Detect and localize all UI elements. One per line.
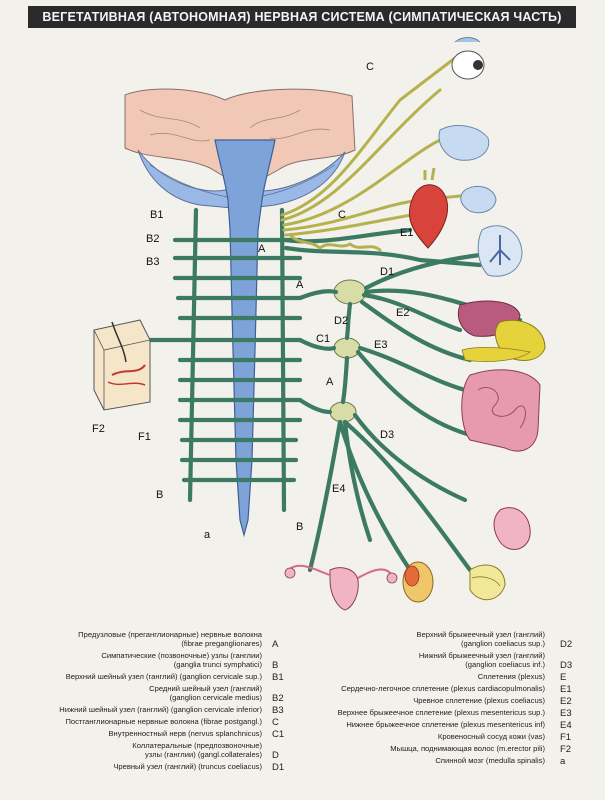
legend-legend_left-item-code: B1 (272, 672, 284, 683)
skin-section (94, 320, 150, 410)
legend-legend_left-item-code: B (272, 660, 278, 671)
uterus-icon (285, 566, 397, 610)
label-A-left: A (296, 279, 304, 291)
legend-legend_left-item-text: Чревный узел (ганглий) (truncus coeliacu… (113, 762, 262, 771)
label-A-mid: A (326, 376, 334, 388)
legend-legend_left-item-code: B2 (272, 693, 284, 704)
legend-legend_right-item-text: Спинной мозг (medulla spinalis) (435, 756, 545, 765)
legend-legend_right-item-code: D3 (560, 660, 572, 671)
legend-legend_right-item-code: D2 (560, 639, 572, 650)
legend-legend_left-item-text: Внутренностный нерв (nervus splanchnicus… (108, 729, 262, 738)
legend-legend_left-item-code: C (272, 717, 279, 728)
intestine-icon (462, 370, 540, 451)
legend-legend_right-item-code: E1 (560, 684, 572, 695)
label-E2: E2 (396, 307, 409, 319)
legend-legend_left-item-text: Коллатеральные (предпозвоночные) узлы (г… (132, 741, 262, 759)
legend-legend_left-item-text: Верхний шейный узел (ганглий) (ganglion … (66, 672, 262, 681)
lungs-icon (478, 226, 522, 276)
heart-icon (409, 168, 447, 248)
sympathetic-nervous-system-diagram: C C B1 B2 B3 A A A D1 D2 D3 C1 E1 E2 E3 … (0, 30, 605, 625)
label-D3: D3 (380, 429, 394, 441)
legend-legend_right-item-text: Нижний брыжеечный узел (ганглий) (gangli… (419, 651, 545, 669)
label-C-mid: C (338, 209, 346, 221)
legend-legend_left-item-text: Предузловые (преганглионарные) нервные в… (78, 630, 262, 648)
legend-legend_right-item-code: E4 (560, 720, 572, 731)
legend-legend_right-item-text: Мышца, поднимающая волос (m.erector pili… (390, 744, 545, 753)
label-D2: D2 (334, 315, 348, 327)
legend-legend_right-item-text: Верхнее брыжеечное сплетение (plexus mes… (338, 708, 545, 717)
legend-legend_left-item-code: C1 (272, 729, 284, 740)
legend-legend_left-item-code: A (272, 639, 278, 650)
label-B-left: B (156, 489, 163, 501)
label-B1: B1 (150, 209, 163, 221)
legend-legend_right-item-code: a (560, 756, 565, 767)
submandibular-gland (461, 186, 496, 212)
label-E3: E3 (374, 339, 387, 351)
kidney-icon (494, 508, 530, 550)
label-F2: F2 (92, 423, 105, 435)
legend-legend_right-item-text: Нижнее брыжеечное сплетение (plexus mese… (346, 720, 545, 729)
parotid-gland (439, 126, 489, 161)
label-E4: E4 (332, 483, 345, 495)
legend-legend_left-item-text: Постганглионарные нервные волокна (fibra… (65, 717, 262, 726)
spinal-rami (150, 240, 300, 480)
label-B2: B2 (146, 233, 159, 245)
legend-legend_left-item-text: Средний шейный узел (ганглий) (ganglion … (149, 684, 262, 702)
label-F1: F1 (138, 431, 151, 443)
page-title-text: ВЕГЕТАТИВНАЯ (АВТОНОМНАЯ) НЕРВНАЯ СИСТЕМ… (42, 10, 561, 24)
legend-legend_right-item-text: Кровеносный сосуд кожи (vas) (438, 732, 545, 741)
legend-legend_right-item-code: E3 (560, 708, 572, 719)
legend-legend_left-item-code: D1 (272, 762, 284, 773)
legend: Предузловые (преганглионарные) нервные в… (0, 628, 605, 800)
legend-legend_right-item-text: Чревное сплетение (plexus coeliacus) (413, 696, 545, 705)
legend-legend_left-item-text: Симпатические (позвоночные) узлы (гангли… (101, 651, 262, 669)
label-A-top: A (258, 243, 266, 255)
legend-legend_right-item-code: E2 (560, 696, 572, 707)
legend-legend_right-item-text: Верхний брыжеечный узел (ганглий) (gangl… (416, 630, 545, 648)
legend-legend_left-item-code: D (272, 750, 279, 761)
testes-icon (403, 562, 433, 602)
legend-legend_right-item-text: Сплетения (plexus) (478, 672, 545, 681)
label-C-top: C (366, 61, 374, 73)
eye-icon (452, 38, 484, 80)
inferior-mesenteric-ganglion (330, 402, 356, 422)
legend-legend_right-item-code: E (560, 672, 566, 683)
sympathetic-trunk-left (190, 210, 196, 500)
label-C1: C1 (316, 333, 330, 345)
bladder-icon (470, 565, 505, 600)
legend-legend_right-item-text: Сердечно-легочное сплетение (plexus card… (341, 684, 545, 693)
legend-legend_left-item-text: Нижний шейный узел (ганглий) (ganglion c… (59, 705, 262, 714)
label-B3: B3 (146, 256, 159, 268)
legend-legend_left-item-code: B3 (272, 705, 284, 716)
legend-legend_right-item-code: F2 (560, 744, 571, 755)
label-E1: E1 (400, 227, 413, 239)
legend-legend_right-item-code: F1 (560, 732, 571, 743)
superior-mesenteric-ganglion (334, 338, 360, 358)
label-D1: D1 (380, 266, 394, 278)
page-title: ВЕГЕТАТИВНАЯ (АВТОНОМНАЯ) НЕРВНАЯ СИСТЕМ… (28, 6, 576, 28)
label-B-right: B (296, 521, 303, 533)
label-a: a (204, 529, 211, 541)
